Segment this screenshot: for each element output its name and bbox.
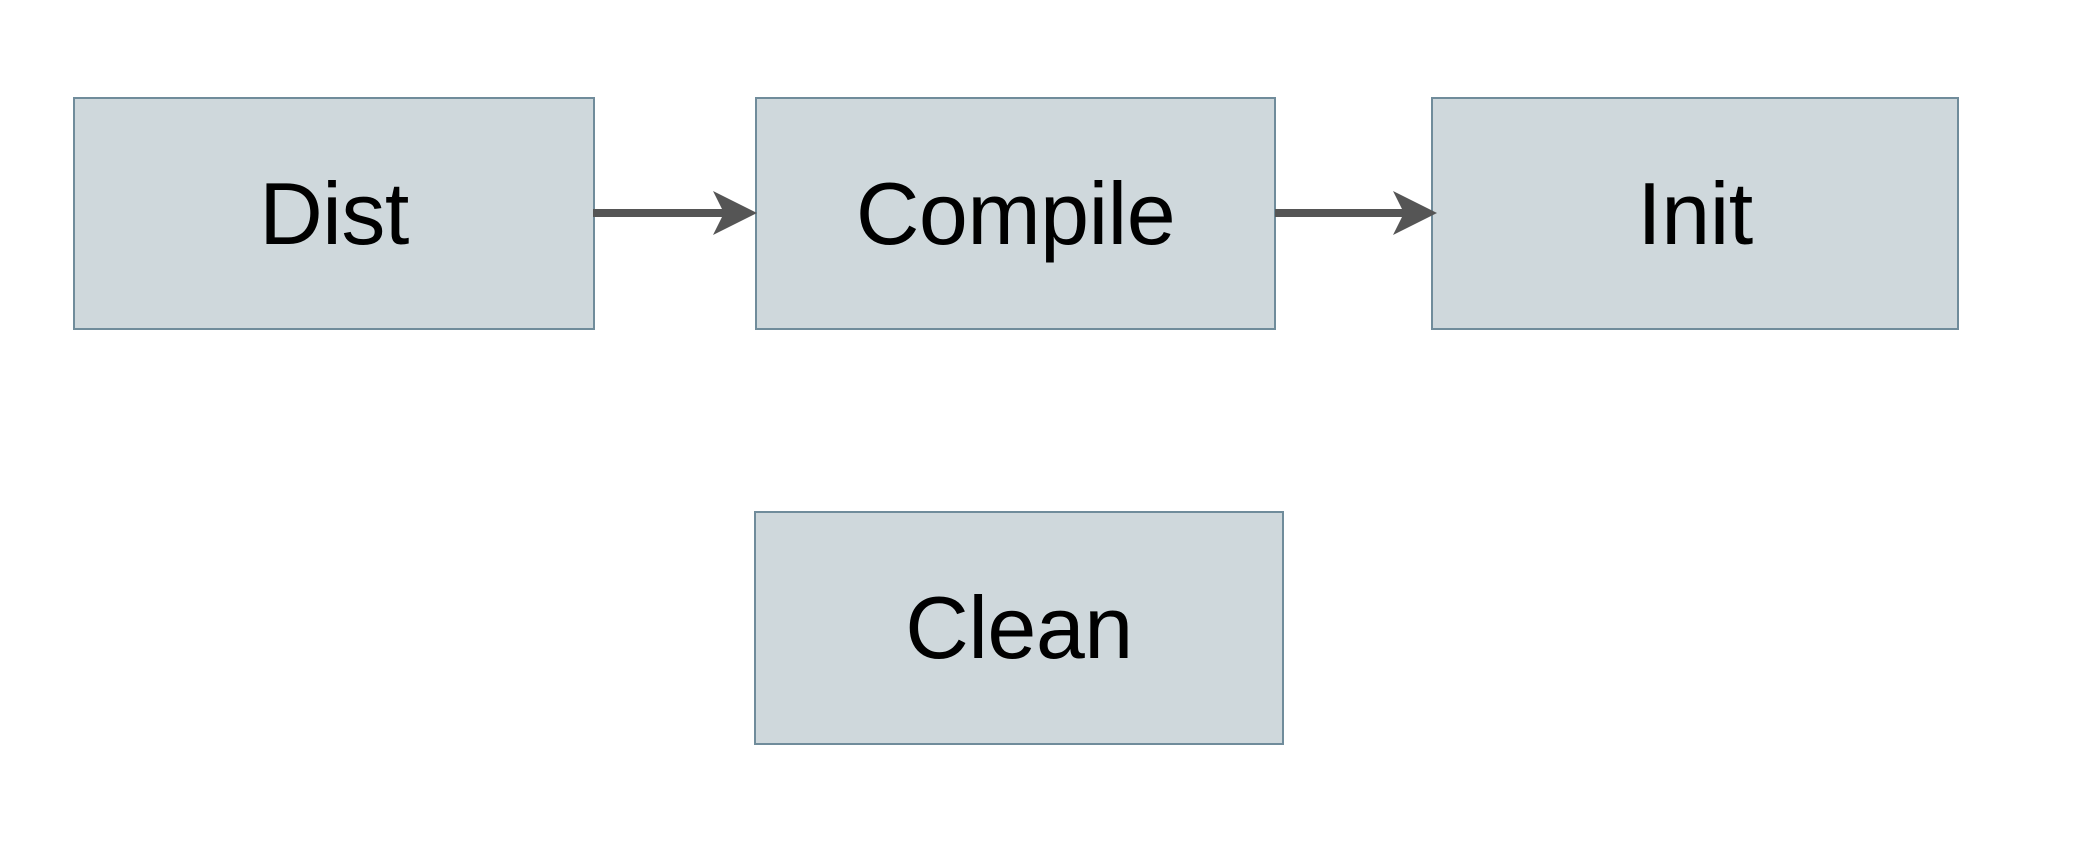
edge-dist-to-compile[interactable] [585, 183, 765, 243]
node-init-label: Init [1637, 163, 1753, 263]
node-clean[interactable]: Clean [754, 511, 1284, 745]
node-compile[interactable]: Compile [755, 97, 1276, 330]
edge-compile-to-init[interactable] [1267, 183, 1445, 243]
node-init[interactable]: Init [1431, 97, 1959, 330]
node-dist-label: Dist [259, 163, 409, 263]
arrowhead-icon [713, 191, 757, 235]
node-dist[interactable]: Dist [73, 97, 595, 330]
node-compile-label: Compile [855, 163, 1176, 263]
node-clean-label: Clean [905, 578, 1133, 677]
arrowhead-icon [1393, 191, 1437, 235]
